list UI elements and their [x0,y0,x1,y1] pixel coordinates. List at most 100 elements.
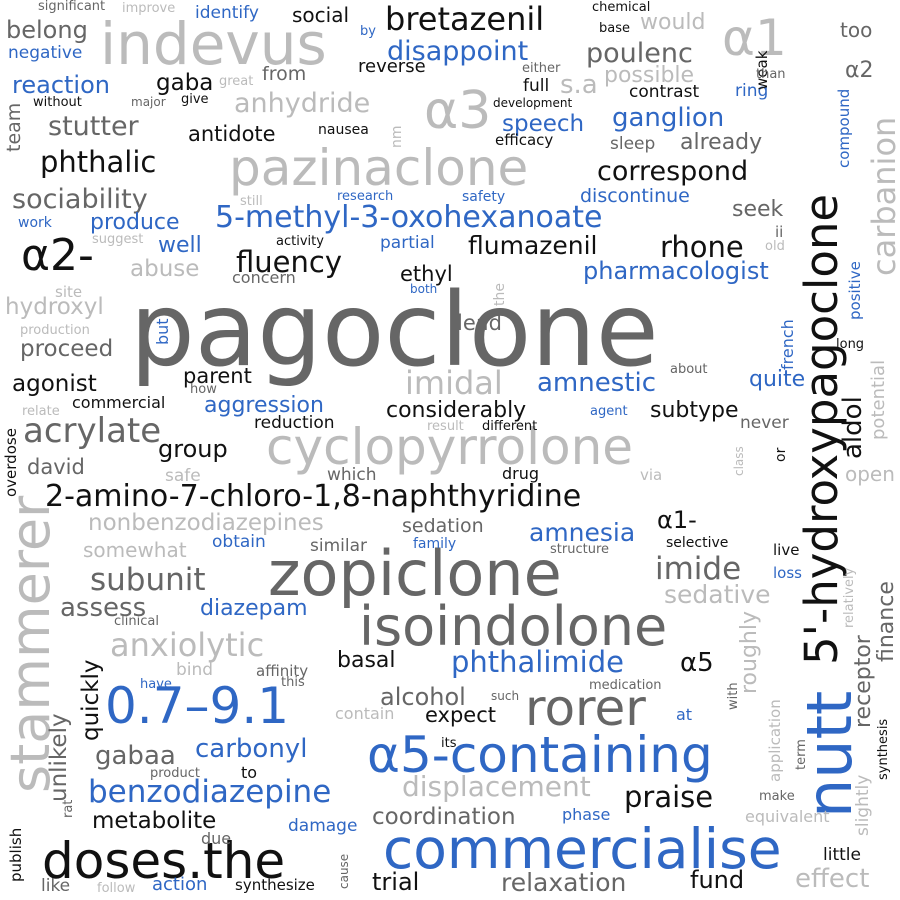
word: produce [90,210,180,235]
word: ganglion [612,103,725,133]
word: expect [425,703,497,727]
word: great [219,74,254,89]
word: agonist [12,371,97,397]
word: discontinue [580,185,690,207]
word: stutter [48,111,139,142]
word: by [360,24,376,39]
word: concern [232,268,296,287]
word: effect [795,864,870,894]
word: α5 [680,648,714,678]
word: safe [165,466,201,486]
word: already [680,130,763,155]
word: production [20,323,90,338]
word: product [150,766,201,781]
word: affinity [256,662,309,680]
word: efficacy [495,131,554,149]
word: receptor [851,635,876,728]
word: quickly [78,659,104,741]
word: amnestic [537,368,656,398]
word: from [262,63,307,85]
word: agent [590,404,628,419]
word: rat [61,799,76,818]
word: compound [835,88,853,168]
word: 2-amino-7-chloro-1,8-naphthyridine [45,479,582,514]
word: carbanion [865,116,900,276]
word: french [778,319,797,370]
word: indevus [100,10,327,78]
word: ii [775,223,784,241]
word: basal [337,648,396,673]
word: quite [749,367,806,392]
word: gaba [156,70,214,96]
word: suggest [92,232,144,247]
word: sociability [12,184,148,215]
word: nonbenzodiazepines [88,510,324,536]
word: to [241,763,258,782]
word: doses.the [42,832,286,890]
word: hydroxyl [5,294,104,320]
word: about [670,362,708,377]
word: aldol [838,396,868,459]
word: displacement [402,770,591,803]
word: medication [589,678,662,693]
word: ethyl [400,262,453,286]
word: somewhat [83,538,187,562]
word: gabaa [95,741,176,771]
word: team [3,102,25,152]
word: group [158,435,228,463]
word: speech [502,111,585,137]
word: clinical [114,614,159,629]
word: alcohol [380,683,466,711]
word: loss [773,564,802,582]
word: would [640,10,706,35]
word: rhone [660,230,744,264]
word: unlikely [46,713,72,802]
word: little [823,845,861,865]
word: coordination [372,804,516,830]
word: chemical [592,0,651,15]
word: fluency [236,245,342,279]
word: live [773,541,800,559]
word: the [492,283,508,306]
word: α2 [845,58,874,83]
word: site [55,283,83,301]
word: similar [310,536,367,556]
word: benzodiazepine [88,774,332,810]
word: carbonyl [195,734,308,764]
word: phthalimide [451,645,624,679]
word: ring [735,81,769,101]
word: pagoclone [130,271,659,390]
word: too [840,18,873,42]
word: different [482,419,538,434]
word: selective [666,535,729,551]
word: abuse [130,256,200,282]
word: david [27,455,85,479]
word: equivalent [745,807,830,826]
word: social [292,3,350,27]
word: α2- [21,230,94,281]
word: sedative [664,580,771,609]
word: negative [8,43,83,63]
word: isoindolone [359,595,668,658]
word: still [240,194,263,209]
word: via [640,466,663,484]
word: pharmacologist [583,257,769,285]
word: full [523,76,550,96]
word: imidal [405,364,503,402]
word: α3 [424,81,492,141]
word: never [740,413,789,433]
word: both [410,282,438,296]
word: roughly [737,610,762,694]
word: publish [7,827,25,882]
word: how [190,382,217,397]
word: contain [335,704,395,723]
word: action [152,874,208,895]
word: reverse [358,56,426,77]
word: subunit [90,562,206,598]
word: disappoint [387,36,529,67]
word: 0.7–9.1 [105,677,290,735]
word: anhydride [234,88,371,119]
word: α5-containing [367,726,713,784]
word: commercialise [383,817,782,881]
